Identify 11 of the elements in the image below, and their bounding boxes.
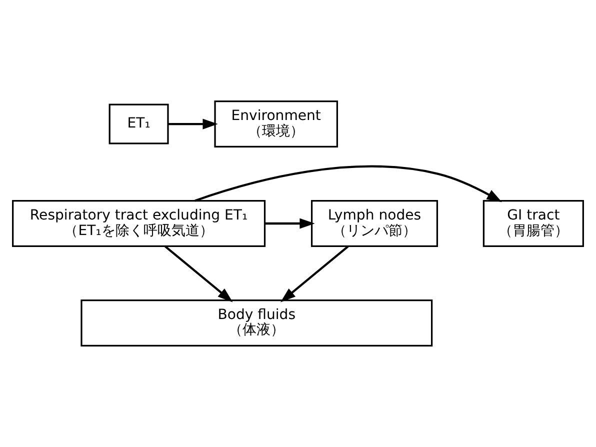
arrow — [280, 246, 349, 302]
node-box: Environment （環境） — [214, 100, 338, 148]
node-box: GI tract （胃腸管） — [482, 200, 584, 248]
arrow — [168, 118, 218, 130]
arrow — [194, 165, 502, 202]
node-box: Lymph nodes （リンパ節） — [310, 200, 438, 248]
arrow — [164, 246, 233, 302]
node-box: Body fluids （体液） — [80, 299, 433, 346]
arrow — [264, 218, 315, 229]
node-box: Respiratory tract excluding ET₁ （ET₁を除く呼吸気道） — [12, 200, 266, 248]
node-box: ET₁ — [108, 104, 169, 144]
